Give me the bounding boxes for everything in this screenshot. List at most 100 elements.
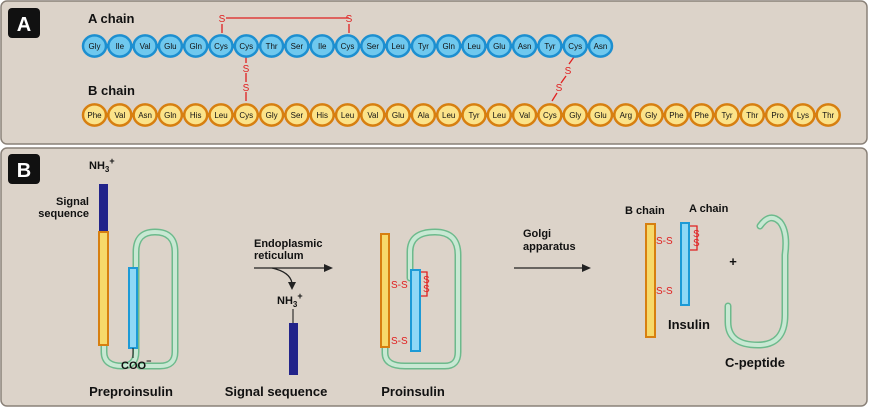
b-chain-residue-label-26: Tyr: [721, 111, 732, 120]
sulfur-b19: S: [556, 83, 563, 94]
b-chain-residue-4: [157, 103, 184, 127]
preproinsulin-caption: Preproinsulin: [89, 384, 173, 399]
proinsulin-a-chain: [410, 269, 421, 352]
b-chain-residue-label-16: Tyr: [468, 111, 479, 120]
a-chain-residue-label-17: Glu: [493, 42, 505, 51]
cleaved-signal-nh3: NH3+: [277, 291, 303, 309]
a-chain-residue-15: [435, 34, 462, 58]
b-chain-residue-label-23: Gly: [645, 111, 657, 120]
b-chain-residue-22: [613, 103, 639, 127]
b-chain-residue-8: [258, 103, 285, 127]
b-chain-residue-label-17: Leu: [493, 111, 506, 120]
b-chain-title: B chain: [88, 83, 135, 98]
b-chain-residue-label-3: Asn: [138, 111, 152, 120]
insulin-ss-upper: S-S: [656, 236, 673, 247]
a-chain-residue-label-21: Asn: [594, 42, 608, 51]
sulfur-a7: S: [243, 64, 250, 75]
a-chain-residue-label-8: Thr: [266, 42, 278, 51]
a-chain-residue-9: [284, 34, 310, 58]
proinsulin-ss-lower: S-S: [391, 336, 408, 347]
b-chain-residue-label-6: Leu: [214, 111, 227, 120]
a-chain-residue-10: [309, 34, 335, 58]
b-chain-residue-label-24: Phe: [669, 111, 684, 120]
insulin-b-chain: [645, 223, 656, 338]
b-chain-residue-27: [739, 103, 766, 127]
panel-a-label: A: [17, 14, 31, 36]
preproinsulin-signal-sequence: [99, 184, 108, 232]
sulfur-a6: S: [219, 14, 226, 25]
er-label-line1: Endoplasmic: [254, 238, 322, 250]
b-chain-residue-label-8: Gly: [266, 111, 278, 120]
b-chain-residue-29: [790, 103, 816, 127]
a-chain-title: A chain: [88, 11, 135, 26]
b-chain-residue-3: [132, 103, 158, 127]
b-chain-residue-label-27: Thr: [746, 111, 758, 120]
b-chain-residue-label-21: Glu: [594, 111, 606, 120]
b-chain-residue-label-5: His: [190, 111, 202, 120]
preproinsulin-nh3: NH3+: [89, 156, 115, 174]
a-chain-residue-label-18: Asn: [518, 42, 532, 51]
a-chain-residue-label-16: Leu: [467, 42, 480, 51]
a-chain-residue-2: [107, 34, 133, 58]
preproinsulin-b-chain: [98, 231, 109, 346]
a-chain-residue-17: [486, 34, 513, 58]
a-chain-residue-4: [157, 34, 184, 58]
golgi-label-line2: apparatus: [523, 241, 576, 253]
panel-b-label: B: [17, 160, 31, 182]
b-chain-residue-label-13: Glu: [392, 111, 404, 120]
b-chain-residue-18: [511, 103, 538, 127]
signal-sequence-label-line1: Signal: [56, 196, 89, 208]
b-chain-residue-label-15: Leu: [442, 111, 455, 120]
b-chain-residue-6: [208, 103, 234, 127]
b-chain-residue-label-30: Thr: [822, 111, 834, 120]
a-chain-residue-label-15: Gln: [442, 42, 454, 51]
b-chain-residue-28: [764, 103, 791, 127]
a-chain-residue-1: [81, 34, 108, 58]
b-chain-residue-2: [107, 103, 133, 127]
b-chain-residue-label-22: Arg: [620, 111, 632, 120]
a-chain-residue-16: [461, 34, 487, 58]
a-chain-residue-label-11: Cys: [341, 42, 355, 51]
a-chain-residue-label-13: Leu: [391, 42, 404, 51]
a-chain-residue-3: [132, 34, 158, 58]
a-chain-residue-8: [258, 34, 285, 58]
b-chain-residue-label-20: Gly: [569, 111, 581, 120]
preproinsulin-a-chain: [128, 267, 138, 349]
b-chain-residue-16: [461, 103, 487, 127]
a-chain-residue-7: [233, 34, 260, 58]
a-chain-residue-12: [360, 34, 386, 58]
b-chain-residue-label-4: Gln: [164, 111, 176, 120]
insulin-caption: Insulin: [668, 317, 710, 332]
b-chain-residue-label-25: Phe: [695, 111, 710, 120]
panel-a-label-box: [8, 8, 40, 38]
interchain-disulfide-a20-b19: [551, 56, 575, 102]
b-chain-residue-7: [233, 103, 260, 127]
a-chain-residue-label-19: Tyr: [544, 42, 555, 51]
b-chain-residue-10: [309, 103, 335, 127]
c-peptide-caption: C-peptide: [725, 355, 785, 370]
b-chain-residue-14: [410, 103, 437, 127]
b-chain-residue-label-19: Cys: [543, 111, 557, 120]
a-chain-residue-label-4: Glu: [164, 42, 176, 51]
b-chain-residue-25: [688, 103, 715, 127]
sulfur-a20: S: [565, 66, 572, 77]
b-chain-residue-19: [537, 103, 563, 127]
a-chain-residue-11: [334, 34, 361, 58]
b-chain-residue-label-9: Ser: [291, 111, 304, 120]
a-chain-residue-label-1: Gly: [89, 42, 101, 51]
b-chain-residue-9: [284, 103, 310, 127]
b-chain-residue-30: [815, 103, 841, 127]
b-chain-residue-label-2: Val: [114, 111, 125, 120]
a-chain-residue-label-6: Cys: [214, 42, 228, 51]
b-chain-residue-label-7: Cys: [239, 111, 253, 120]
b-chain-residue-23: [638, 103, 664, 127]
a-chain-residue-19: [537, 34, 563, 58]
b-chain-residue-24: [663, 103, 690, 127]
proinsulin-intrachain-bracket: [421, 271, 428, 297]
panel-b-background: [0, 147, 868, 407]
sulfur-b7: S: [243, 83, 250, 94]
b-chain-residue-17: [486, 103, 513, 127]
